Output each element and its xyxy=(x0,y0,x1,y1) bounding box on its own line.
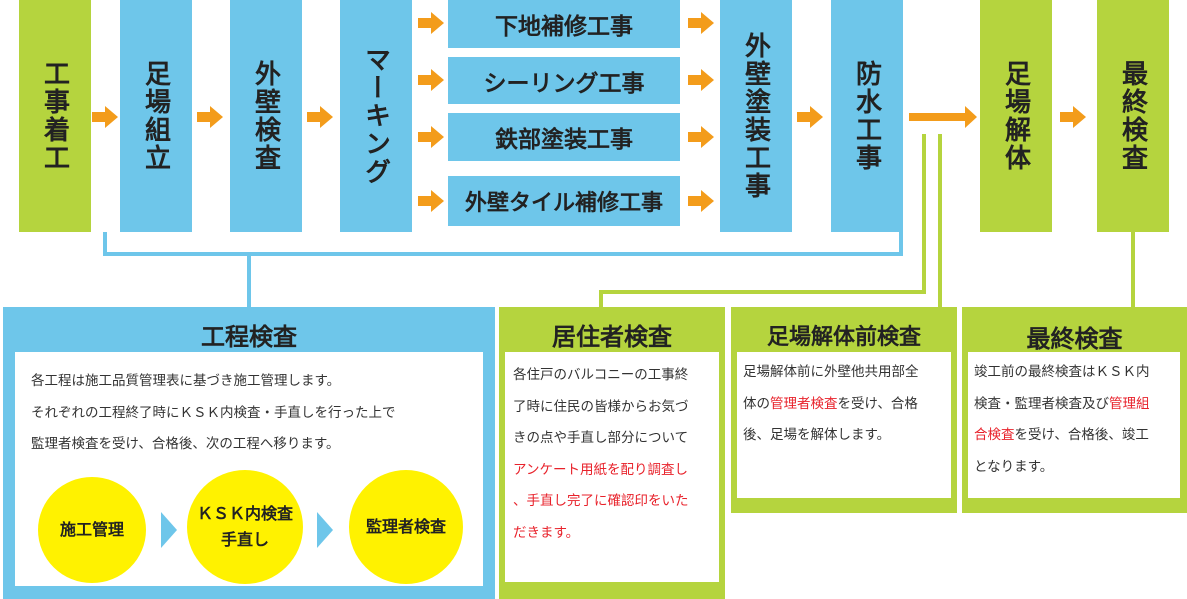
step-label: 防水工事 xyxy=(851,60,882,172)
text-highlight: 合検査 xyxy=(974,427,1015,443)
text-line: となります。 xyxy=(974,458,1054,475)
arrow-icon xyxy=(688,12,714,34)
arrow-icon xyxy=(307,106,333,128)
step-marking: マーキング xyxy=(340,0,412,232)
arrow-icon xyxy=(197,106,223,128)
parallel-task-label: 外壁タイル補修工事 xyxy=(464,191,663,216)
step-waterproofing: 防水工事 xyxy=(831,0,903,232)
text-line: 足場解体前に外壁他共用部全 xyxy=(743,364,919,380)
process-inspection-panel: 工程検査 各工程は施工品質管理表に基づき施工管理します。 それぞれの工程終了時に… xyxy=(3,307,495,599)
arrow-icon xyxy=(418,12,444,34)
text-line-highlight: 、手直し完了に確認印をいた xyxy=(513,493,689,509)
connector-line xyxy=(922,134,926,294)
connector-line xyxy=(899,232,903,256)
circle-construction-management: 施工管理 xyxy=(38,477,146,583)
parallel-task-tile-repair: 外壁タイル補修工事 xyxy=(448,176,680,226)
text-line: 後、足場を解体します。 xyxy=(743,427,891,443)
step-label: マーキング xyxy=(360,46,391,186)
text-highlight: 管理者検査 xyxy=(770,395,838,412)
step-label: 工事着工 xyxy=(39,60,70,172)
arrow-icon xyxy=(418,190,444,212)
text-highlight: 管理組 xyxy=(1109,395,1150,412)
resident-inspection-panel: 居住者検査 各住戸のバルコニーの工事終 了時に住民の皆様からお気づ きの点や手直… xyxy=(499,307,725,599)
pre-dismantle-inspection-panel: 足場解体前検査 足場解体前に外壁他共用部全 体の管理者検査を受け、合格 後、足場… xyxy=(731,307,957,513)
parallel-task-steel-painting: 鉄部塗装工事 xyxy=(448,113,680,161)
parallel-task-sealing: シーリング工事 xyxy=(448,57,680,104)
arrow-icon xyxy=(797,106,823,128)
text-line: 各工程は施工品質管理表に基づき施工管理します。 xyxy=(31,373,341,389)
connector-line xyxy=(599,290,926,294)
text-line-highlight: アンケート用紙を配り調査し xyxy=(513,461,688,478)
connector-line xyxy=(938,134,942,310)
panel-body: 竣工前の最終検査はＫＳＫ内 検査・監理者検査及び管理組 合検査を受け、合格後、竣… xyxy=(968,352,1180,498)
panel-text: 各工程は施工品質管理表に基づき施工管理します。 それぞれの工程終了時にＫＳＫ内検… xyxy=(31,366,396,461)
text-line: 各住戸のバルコニーの工事終 xyxy=(513,367,689,383)
text-line: 了時に住民の皆様からお気づ xyxy=(513,398,689,415)
text-line: 合検査を受け、合格後、竣工 xyxy=(974,427,1149,443)
panel-title: 最終検査 xyxy=(1026,325,1123,353)
text-line: それぞれの工程終了時にＫＳＫ内検査・手直しを行った上で xyxy=(31,404,396,421)
circle-label: ＫＳＫ内検査 xyxy=(196,504,293,523)
triangle-arrow-icon xyxy=(161,512,177,548)
arrow-icon xyxy=(688,69,714,91)
step-final-inspection: 最終検査 xyxy=(1097,0,1169,232)
connector-line xyxy=(599,290,603,310)
panel-text: 竣工前の最終検査はＫＳＫ内 検査・監理者検査及び管理組 合検査を受け、合格後、竣… xyxy=(974,357,1150,483)
panel-title: 足場解体前検査 xyxy=(766,325,921,350)
step-construction-start: 工事着工 xyxy=(19,0,91,232)
panel-body: 各工程は施工品質管理表に基づき施工管理します。 それぞれの工程終了時にＫＳＫ内検… xyxy=(15,352,483,586)
panel-text: 足場解体前に外壁他共用部全 体の管理者検査を受け、合格 後、足場を解体します。 xyxy=(743,357,919,452)
text-line: 監理者検査を受け、合格後、次の工程へ移ります。 xyxy=(31,436,340,452)
arrow-icon xyxy=(418,69,444,91)
text-line: 体の管理者検査を受け、合格 xyxy=(743,395,918,412)
long-arrow-icon xyxy=(909,106,977,128)
connector-line xyxy=(1131,232,1135,310)
parallel-task-label: シーリング工事 xyxy=(483,70,645,97)
text-line: きの点や手直し部分について xyxy=(513,430,689,446)
step-label: 外壁検査 xyxy=(250,60,281,172)
step-label: 外壁塗装工事 xyxy=(740,32,771,200)
circle-label: 手直し xyxy=(220,530,269,549)
arrow-icon xyxy=(92,106,118,128)
panel-body: 足場解体前に外壁他共用部全 体の管理者検査を受け、合格 後、足場を解体します。 xyxy=(737,352,951,498)
text-line: 竣工前の最終検査はＫＳＫ内 xyxy=(974,364,1150,380)
circle-internal-inspection: ＫＳＫ内検査 手直し xyxy=(187,470,303,584)
panel-title: 工程検査 xyxy=(201,323,297,351)
step-label: 足場解体 xyxy=(1000,60,1031,172)
step-scaffold-assembly: 足場組立 xyxy=(120,0,192,232)
parallel-task-label: 下地補修工事 xyxy=(495,14,633,40)
circle-supervisor-inspection: 監理者検査 xyxy=(349,470,463,584)
step-label: 最終検査 xyxy=(1117,60,1148,172)
step-wall-inspection: 外壁検査 xyxy=(230,0,302,232)
parallel-task-label: 鉄部塗装工事 xyxy=(495,127,633,153)
arrow-icon xyxy=(1060,106,1086,128)
arrow-icon xyxy=(688,126,714,148)
connector-line xyxy=(103,252,903,256)
arrow-icon xyxy=(418,126,444,148)
parallel-task-base-repair: 下地補修工事 xyxy=(448,0,680,48)
text-line: 検査・監理者検査及び管理組 xyxy=(974,395,1150,412)
panel-body: 各住戸のバルコニーの工事終 了時に住民の皆様からお気づ きの点や手直し部分につい… xyxy=(505,352,719,582)
connector-line xyxy=(247,252,251,308)
step-exterior-painting: 外壁塗装工事 xyxy=(720,0,792,232)
panel-title: 居住者検査 xyxy=(552,323,672,351)
connector-line xyxy=(103,232,107,254)
step-label: 足場組立 xyxy=(140,60,171,172)
arrow-icon xyxy=(688,190,714,212)
panel-text: 各住戸のバルコニーの工事終 了時に住民の皆様からお気づ きの点や手直し部分につい… xyxy=(513,360,689,549)
final-inspection-panel: 最終検査 竣工前の最終検査はＫＳＫ内 検査・監理者検査及び管理組 合検査を受け、… xyxy=(962,307,1187,513)
triangle-arrow-icon xyxy=(317,512,333,548)
text-line-highlight: だきます。 xyxy=(513,524,580,541)
step-scaffold-dismantle: 足場解体 xyxy=(980,0,1052,232)
